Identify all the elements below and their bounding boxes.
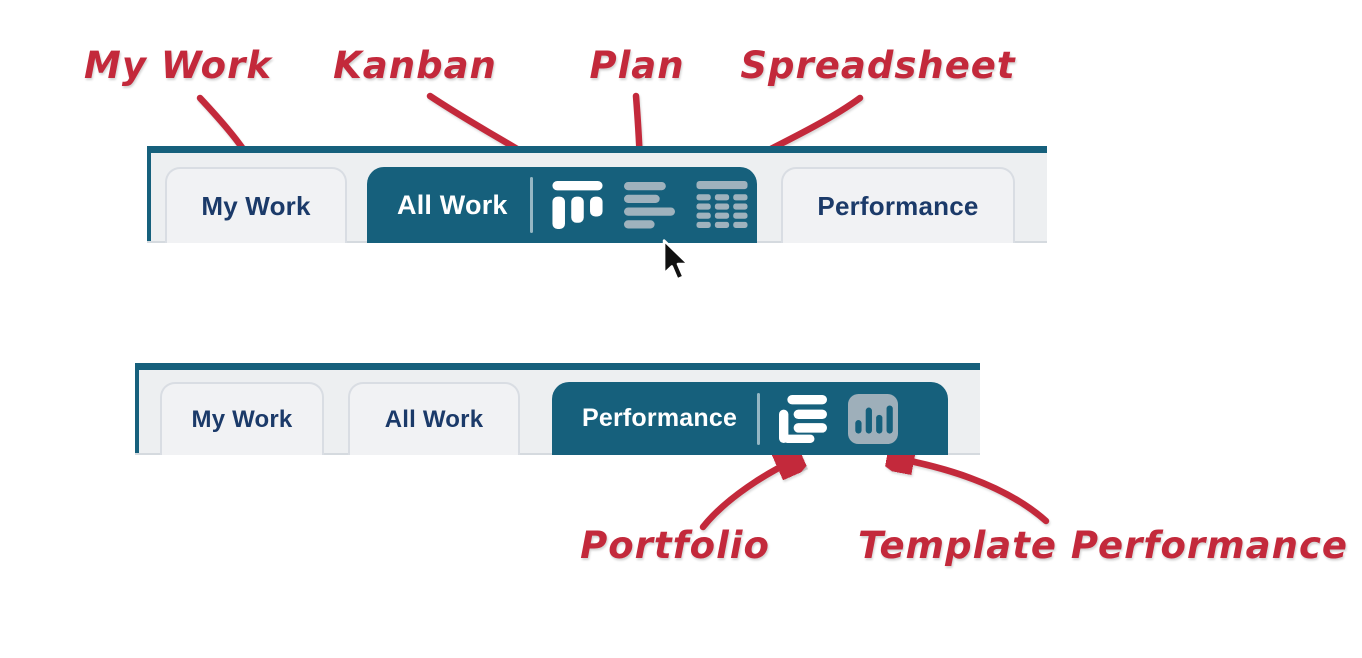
view-switcher-divider xyxy=(757,392,761,445)
spreadsheet-icon[interactable] xyxy=(696,180,748,230)
view-switcher-divider xyxy=(529,177,533,233)
annotation-my-work: My Work xyxy=(84,44,272,87)
tab-all-work[interactable]: All Work xyxy=(348,382,520,455)
annotation-spreadsheet: Spreadsheet xyxy=(740,44,1016,87)
tab-my-work[interactable]: My Work xyxy=(165,167,347,243)
tab-all-work-label: All Work xyxy=(384,405,484,433)
kanban-icon[interactable] xyxy=(552,181,603,229)
tab-performance-label: Performance xyxy=(582,404,738,432)
tabbar-performance: My Work All Work Performance xyxy=(135,363,980,455)
tab-all-work-label: All Work xyxy=(397,189,508,220)
annotation-template-performance: Template Performance xyxy=(857,524,1349,567)
template-performance-icon[interactable] xyxy=(848,393,899,444)
arrow-portfolio xyxy=(699,460,795,531)
tabbar-left-accent xyxy=(135,363,139,453)
tab-all-work[interactable]: All Work xyxy=(367,167,757,243)
tab-performance[interactable]: Performance xyxy=(781,167,1015,243)
plan-icon[interactable] xyxy=(623,181,675,229)
tabbar-top-accent xyxy=(135,363,980,370)
annotation-portfolio: Portfolio xyxy=(580,524,770,567)
tabbar-top-accent xyxy=(147,146,1047,153)
tab-my-work-label: My Work xyxy=(201,190,311,221)
tab-performance-label: Performance xyxy=(817,190,979,221)
tabbar-left-accent xyxy=(147,146,151,241)
tab-my-work[interactable]: My Work xyxy=(160,382,324,455)
tabbar-all-work: My Work All Work xyxy=(147,146,1047,243)
mouse-cursor xyxy=(662,239,690,281)
tab-performance[interactable]: Performance xyxy=(552,382,948,455)
tab-my-work-label: My Work xyxy=(191,405,293,433)
portfolio-icon[interactable] xyxy=(779,394,828,443)
annotation-kanban: Kanban xyxy=(333,44,497,87)
arrow-template xyxy=(895,458,1050,525)
annotation-plan: Plan xyxy=(589,44,685,87)
